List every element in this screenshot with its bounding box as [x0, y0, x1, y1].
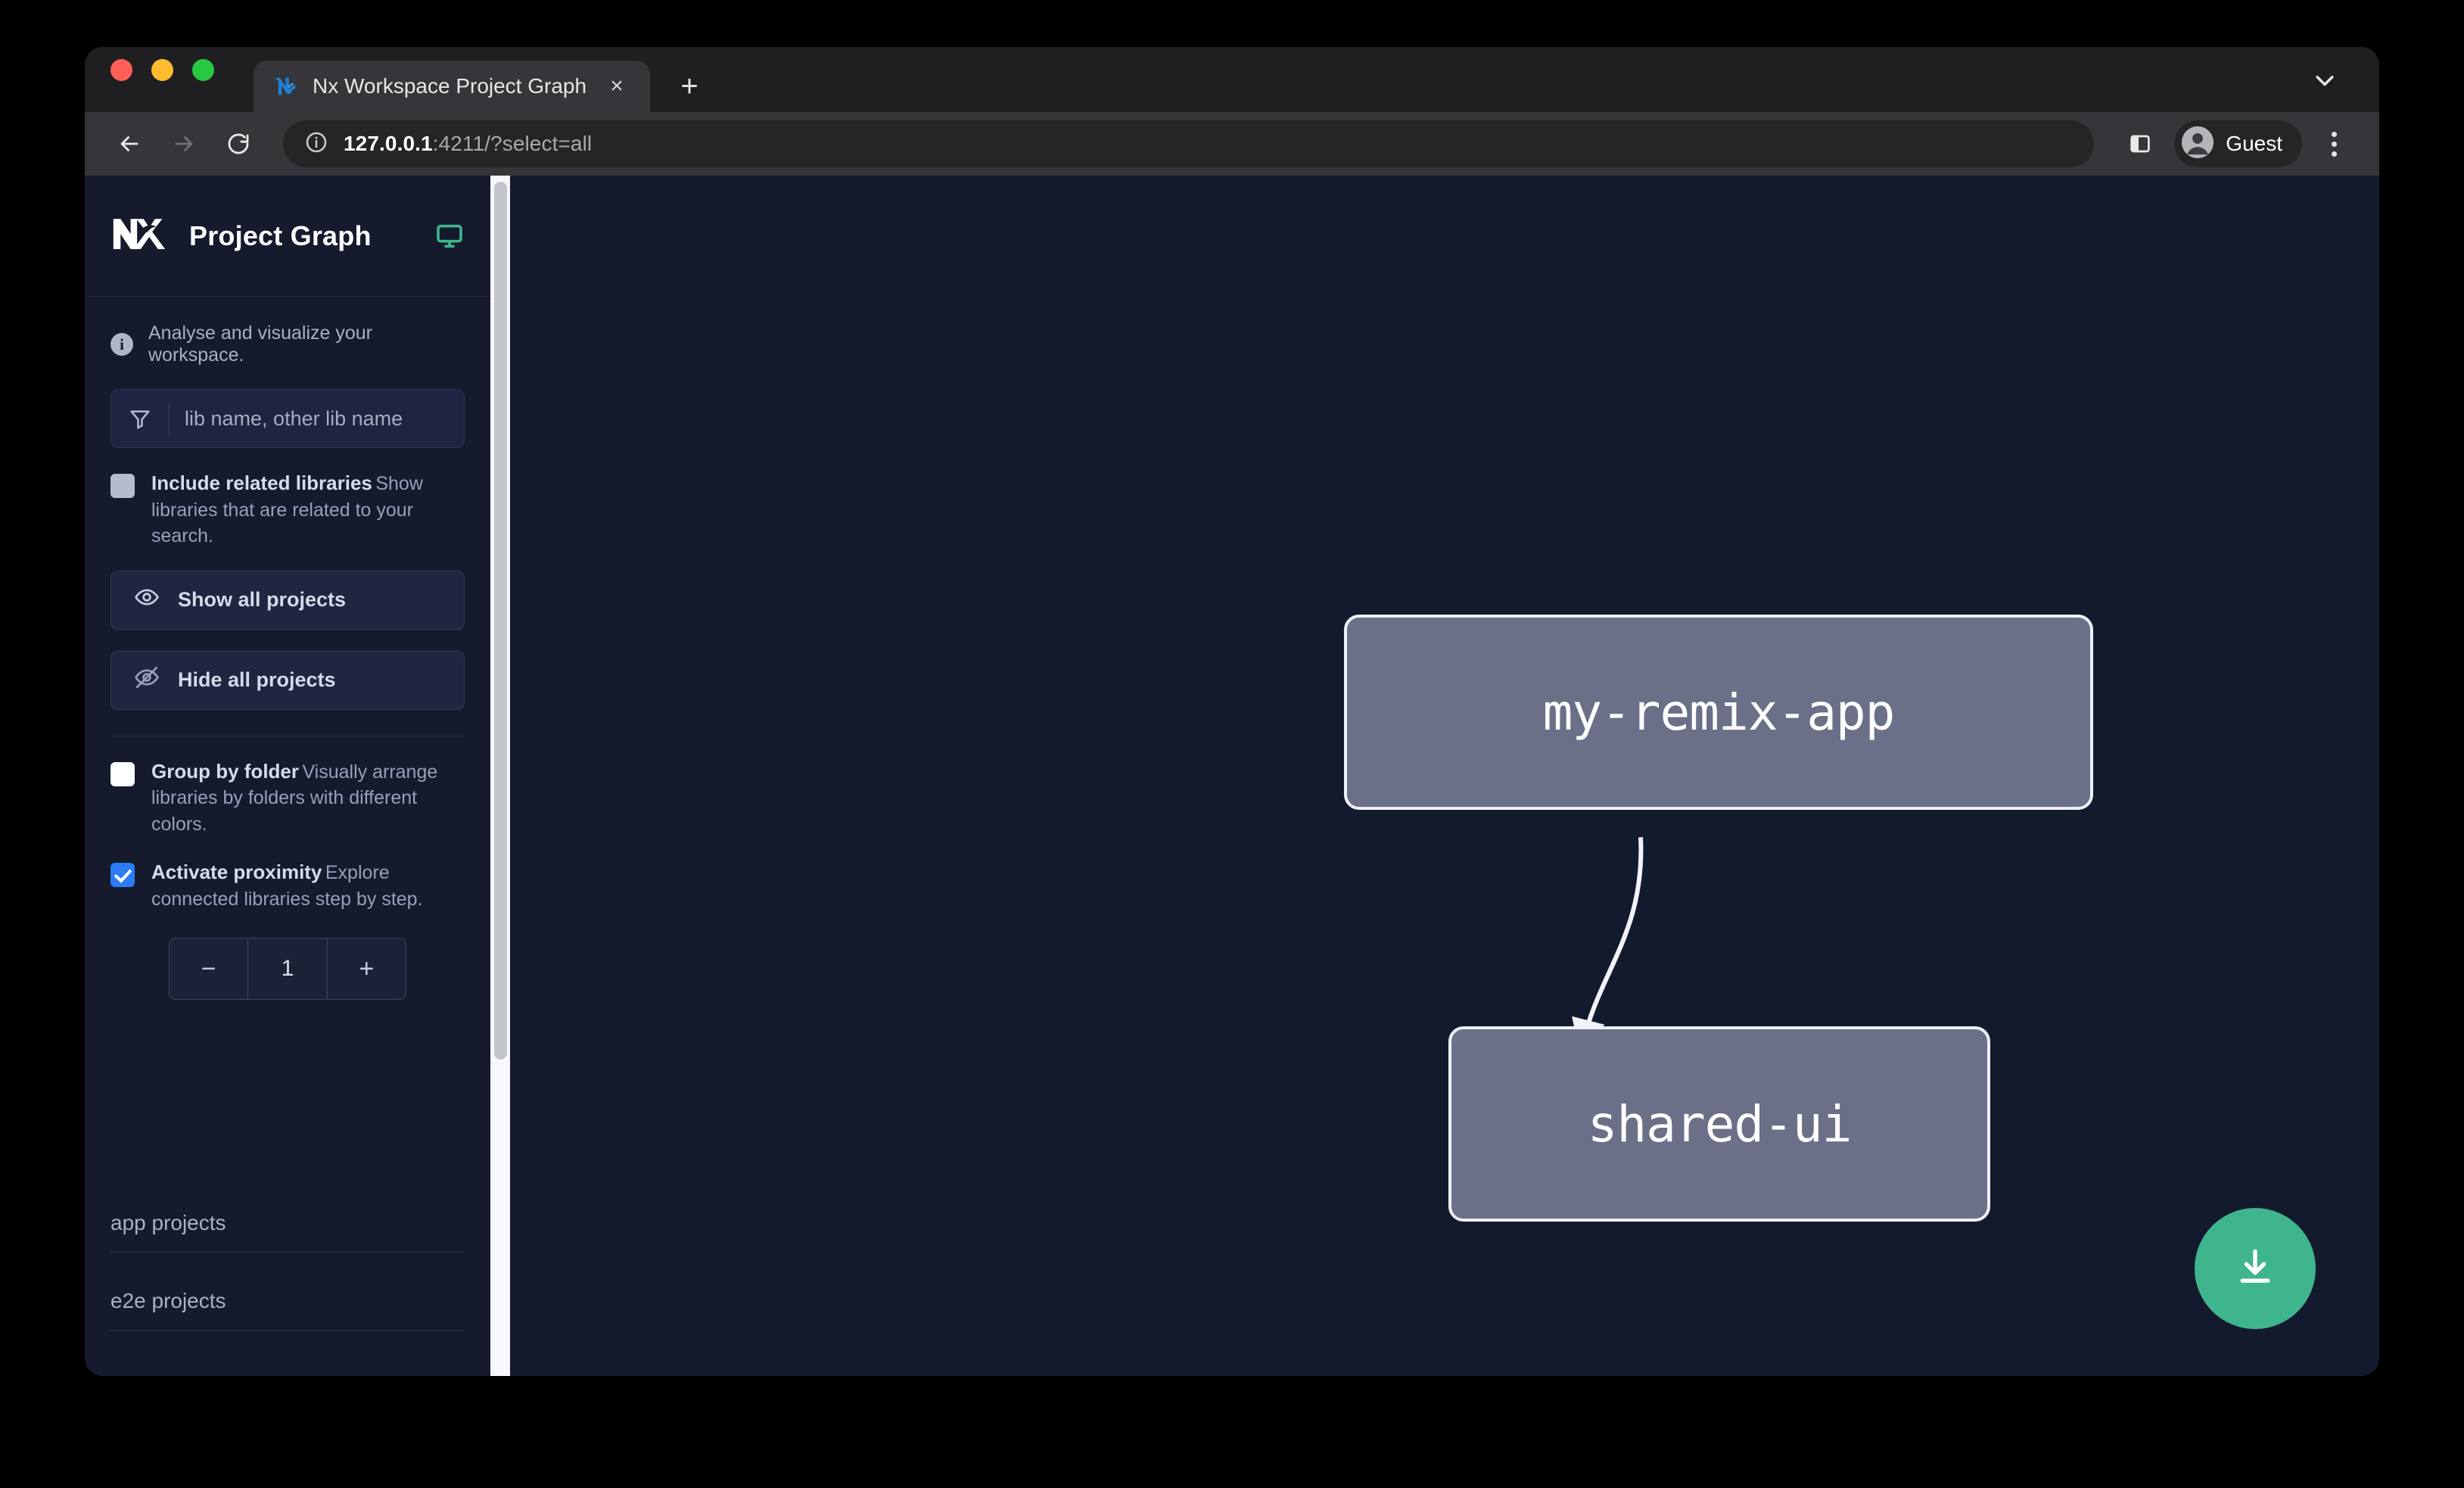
avatar [2180, 125, 2215, 163]
option-activate-proximity[interactable]: Activate proximity Explore connected lib… [110, 860, 465, 912]
sidebar-info-bar: i Analyse and visualize your workspace. [85, 297, 490, 389]
option-label: Activate proximity [151, 861, 322, 883]
url-host: 127.0.0.1 [344, 132, 433, 155]
side-panel-icon[interactable] [2118, 122, 2162, 166]
monitor-icon[interactable] [434, 221, 465, 251]
graph-node-my-remix-app[interactable]: my-remix-app [1344, 615, 2093, 810]
browser-toolbar: 127.0.0.1:4211/?select=all Guest [85, 112, 2379, 176]
hide-all-projects-button[interactable]: Hide all projects [110, 650, 465, 710]
activate-proximity-checkbox[interactable] [110, 863, 135, 887]
eye-slash-icon [134, 665, 160, 696]
close-window-button[interactable] [110, 58, 132, 81]
minimize-window-button[interactable] [151, 58, 173, 81]
proximity-stepper: − 1 + [169, 938, 406, 1000]
download-image-button[interactable] [2195, 1208, 2316, 1329]
search-box[interactable] [110, 389, 465, 448]
tab-list-chevron-down-icon[interactable] [2304, 59, 2346, 101]
show-all-projects-label: Show all projects [178, 588, 347, 611]
site-info-icon[interactable] [304, 130, 328, 158]
option-group-by-folder[interactable]: Group by folder Visually arrange librari… [110, 759, 465, 838]
profile-name: Guest [2226, 132, 2282, 155]
maximize-window-button[interactable] [192, 58, 214, 81]
sidebar-project-groups: app projects e2e projects [85, 1175, 490, 1376]
graph-node-shared-ui[interactable]: shared-ui [1448, 1026, 1990, 1222]
nx-logo-icon [110, 214, 168, 258]
new-tab-button[interactable]: + [680, 70, 698, 103]
page-content: Project Graph i Analyse and visualize yo… [85, 176, 2379, 1376]
increment-button[interactable]: + [359, 954, 375, 983]
hide-all-projects-label: Hide all projects [178, 668, 336, 691]
tab-strip: Nx Workspace Project Graph × + [85, 47, 2379, 112]
address-bar[interactable]: 127.0.0.1:4211/?select=all [283, 120, 2095, 167]
include-related-libraries-checkbox[interactable] [110, 474, 135, 498]
close-tab-button[interactable]: × [610, 73, 624, 98]
edge-my-remix-app-to-shared-ui [1572, 837, 1644, 1055]
group-by-folder-checkbox[interactable] [110, 761, 135, 786]
decrement-button[interactable]: − [201, 954, 216, 983]
project-group-title: app projects [110, 1211, 465, 1253]
project-group-app[interactable]: app projects [110, 1175, 465, 1253]
scrollbar-thumb[interactable] [494, 182, 507, 1060]
forward-button[interactable] [160, 120, 207, 167]
project-graph-canvas[interactable]: my-remix-app shared-ui [510, 176, 2379, 1376]
sidebar-info-text: Analyse and visualize your workspace. [148, 322, 372, 366]
tab-title: Nx Workspace Project Graph [313, 74, 587, 98]
browser-tab[interactable]: Nx Workspace Project Graph × [254, 61, 651, 112]
sidebar-controls: Include related libraries Show libraries… [85, 389, 490, 1000]
filter-icon [111, 406, 169, 431]
search-divider [169, 401, 170, 436]
profile-button[interactable]: Guest [2174, 120, 2302, 167]
sidebar-header: Project Graph [85, 176, 490, 297]
option-description: Show libraries that are related to your … [151, 473, 423, 546]
show-all-projects-button[interactable]: Show all projects [110, 570, 465, 630]
project-group-e2e[interactable]: e2e projects [110, 1253, 465, 1331]
url-text: 127.0.0.1:4211/?select=all [344, 132, 592, 156]
nx-favicon-icon [273, 73, 299, 99]
sidebar-scrollbar[interactable] [490, 176, 510, 1376]
search-input[interactable] [170, 406, 464, 431]
window-controls [110, 47, 214, 112]
sidebar: Project Graph i Analyse and visualize yo… [85, 176, 490, 1376]
kebab-menu-icon[interactable] [2314, 122, 2354, 166]
option-label: Include related libraries [151, 472, 372, 494]
project-group-title: e2e projects [110, 1289, 465, 1331]
option-include-related-libraries[interactable]: Include related libraries Show libraries… [110, 471, 465, 549]
option-label: Group by folder [151, 759, 299, 783]
page-title: Project Graph [189, 219, 372, 251]
browser-window: Nx Workspace Project Graph × + [85, 47, 2379, 1376]
option-description: Explore connected libraries step by step… [151, 862, 423, 910]
back-button[interactable] [106, 120, 153, 167]
eye-icon [134, 584, 160, 615]
reload-button[interactable] [215, 120, 262, 167]
info-icon: i [110, 333, 133, 356]
option-description: Visually arrange libraries by folders wi… [151, 761, 438, 835]
stepper-value: 1 [247, 939, 328, 999]
url-path: :4211/?select=all [432, 132, 593, 155]
download-icon [2232, 1244, 2279, 1294]
